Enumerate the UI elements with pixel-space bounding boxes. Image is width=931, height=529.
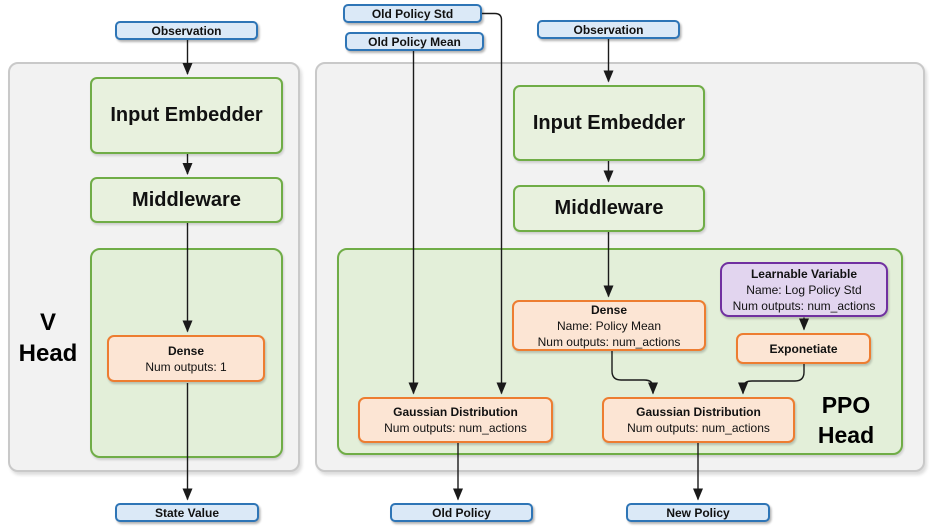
node-subtitle: Num outputs: num_actions bbox=[627, 421, 770, 435]
node-label: Old Policy Mean bbox=[368, 34, 461, 49]
node-subtitle: Num outputs: num_actions bbox=[384, 421, 527, 435]
node-label: Old Policy bbox=[432, 505, 491, 520]
node-label: Input Embedder bbox=[110, 104, 263, 126]
v-head-label-line1: V bbox=[39, 309, 56, 336]
node-title: Gaussian Distribution bbox=[636, 405, 761, 419]
node-title: Dense bbox=[590, 302, 628, 317]
node-subtitle: Num outputs: num_actions bbox=[732, 298, 876, 313]
node-subtitle: Num outputs: num_actions bbox=[537, 334, 681, 349]
middleware-left-node: Middleware bbox=[90, 177, 283, 223]
v-head-label: V Head bbox=[10, 307, 86, 369]
ppo-head-label-line2: Head bbox=[817, 422, 875, 448]
input-embedder-left-node: Input Embedder bbox=[90, 77, 283, 154]
v-head-label-line2: Head bbox=[18, 340, 78, 367]
node-label: State Value bbox=[154, 505, 220, 520]
ppo-head-label-line1: PPO bbox=[821, 392, 871, 418]
old-policy-mean-node: Old Policy Mean bbox=[345, 32, 484, 51]
dense-policy-mean-node: Dense Name: Policy Mean Num outputs: num… bbox=[512, 300, 706, 351]
node-title: Learnable Variable bbox=[750, 266, 858, 281]
gaussian-distribution-old-node: Gaussian Distribution Num outputs: num_a… bbox=[358, 397, 553, 443]
node-subtitle: Name: Log Policy Std bbox=[746, 282, 862, 297]
state-value-node: State Value bbox=[115, 503, 259, 522]
observation-right-node: Observation bbox=[537, 20, 680, 39]
node-label: Old Policy Std bbox=[371, 6, 454, 21]
node-label: Middleware bbox=[132, 188, 241, 211]
node-label: Observation bbox=[573, 22, 644, 37]
node-title: Dense bbox=[167, 343, 205, 358]
ppo-head-label: PPO Head bbox=[805, 390, 887, 450]
node-label: Exponetiate bbox=[769, 341, 838, 356]
middleware-right-node: Middleware bbox=[513, 185, 705, 232]
node-label: Input Embedder bbox=[532, 111, 686, 134]
node-label: Middleware bbox=[554, 197, 664, 219]
old-policy-std-node: Old Policy Std bbox=[343, 4, 482, 23]
dense-v-node: Dense Num outputs: 1 bbox=[107, 335, 265, 382]
input-embedder-right-node: Input Embedder bbox=[513, 85, 705, 161]
node-label: New Policy bbox=[666, 505, 730, 520]
exponetiate-node: Exponetiate bbox=[736, 333, 871, 364]
learnable-variable-node: Learnable Variable Name: Log Policy Std … bbox=[720, 262, 888, 317]
gaussian-distribution-new-node: Gaussian Distribution Num outputs: num_a… bbox=[602, 397, 795, 443]
node-subtitle: Num outputs: 1 bbox=[145, 359, 227, 374]
node-subtitle: Name: Policy Mean bbox=[556, 318, 662, 333]
node-label: Observation bbox=[151, 23, 222, 38]
node-title: Gaussian Distribution bbox=[393, 405, 518, 419]
observation-left-node: Observation bbox=[115, 21, 258, 40]
new-policy-node: New Policy bbox=[626, 503, 770, 522]
old-policy-node: Old Policy bbox=[390, 503, 533, 522]
